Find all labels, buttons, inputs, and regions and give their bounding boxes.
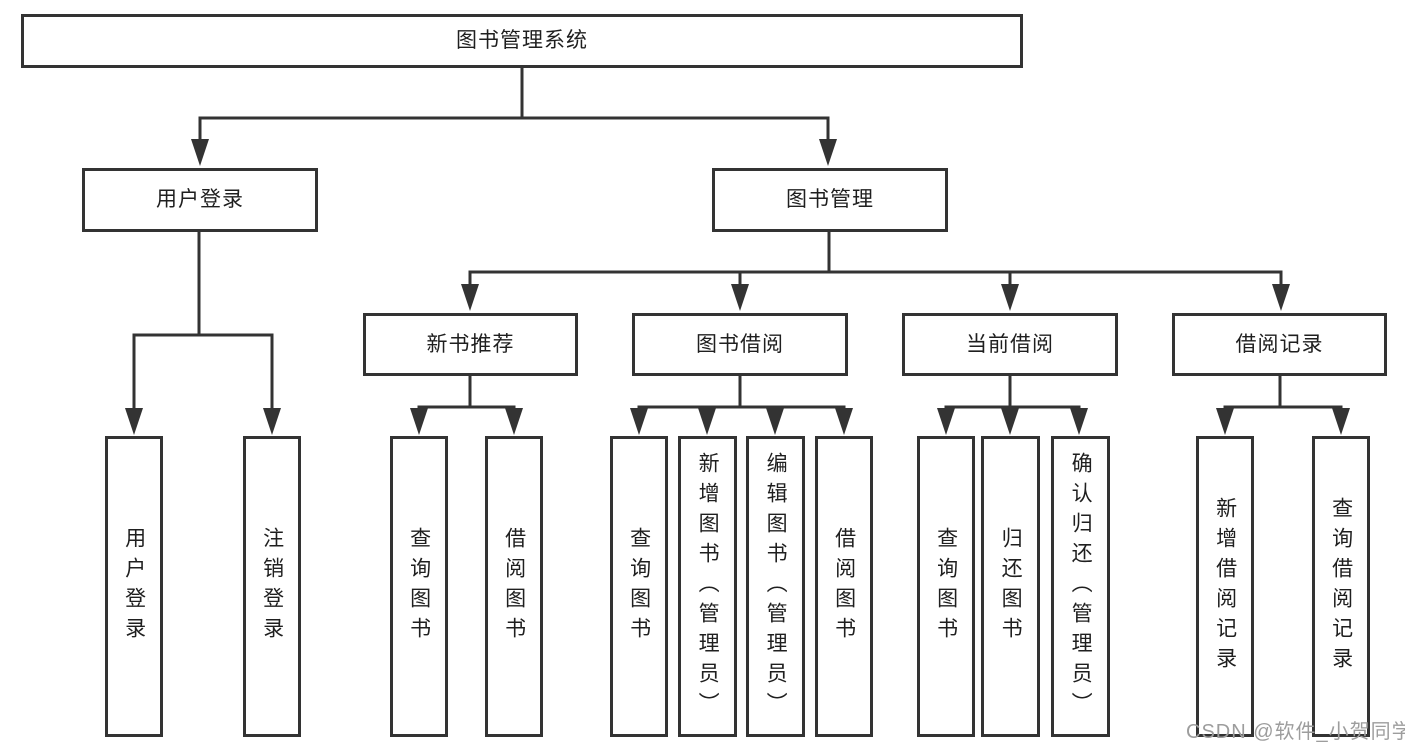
node-new-book-recommend: 新书推荐	[363, 313, 578, 376]
edges-newbook-to-leaves	[417, 376, 516, 414]
node-library-management-system: 图书管理系统	[21, 14, 1023, 68]
node-book-management: 图书管理	[712, 168, 948, 232]
node-user-login: 用户登录	[82, 168, 318, 232]
leaf-borrowing-borrow-books: 借阅图书	[815, 436, 873, 737]
leaf-current-query-books: 查询图书	[917, 436, 975, 737]
node-book-borrowing: 图书借阅	[632, 313, 848, 376]
leaf-user-login: 用户登录	[105, 436, 163, 737]
leaf-current-confirm-return-admin: 确认归还（管理员）	[1051, 436, 1110, 737]
edges-bookmgmt-to-level2	[468, 232, 1283, 290]
leaf-records-add-record: 新增借阅记录	[1196, 436, 1254, 737]
leaf-current-return-books: 归还图书	[981, 436, 1040, 737]
leaf-logout: 注销登录	[243, 436, 301, 737]
csdn-watermark: CSDN @软件_小贺同学	[1186, 721, 1405, 743]
leaf-borrowing-query-books: 查询图书	[610, 436, 668, 737]
node-borrowing-records: 借阅记录	[1172, 313, 1387, 376]
edges-root-to-level1	[198, 68, 830, 146]
edges-userlogin-to-leaves	[132, 232, 274, 412]
leaf-recommend-query-books: 查询图书	[390, 436, 448, 737]
node-current-borrowing: 当前借阅	[902, 313, 1118, 376]
edges-borrow-to-leaves	[637, 376, 846, 414]
leaf-borrowing-add-books-admin: 新增图书（管理员）	[678, 436, 737, 737]
leaf-recommend-borrow-books: 借阅图书	[485, 436, 543, 737]
edges-records-to-leaves	[1223, 376, 1343, 414]
leaf-records-query-record: 查询借阅记录	[1312, 436, 1370, 737]
leaf-borrowing-edit-books-admin: 编辑图书（管理员）	[746, 436, 805, 737]
edges-current-to-leaves	[944, 376, 1081, 414]
